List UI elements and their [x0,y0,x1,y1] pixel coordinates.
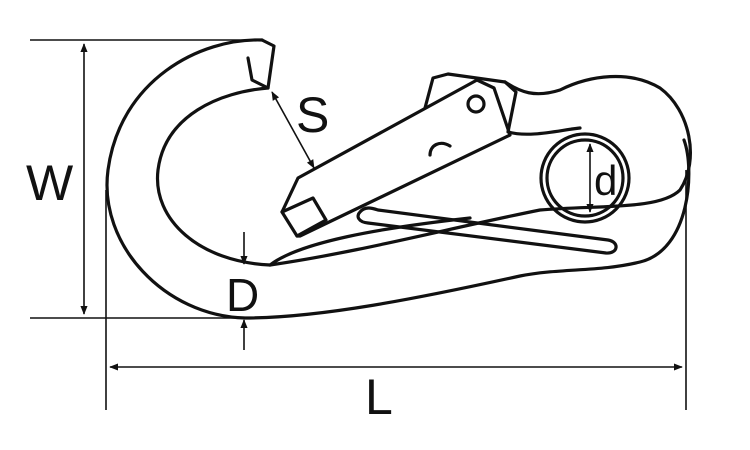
label-big-d: D [226,269,259,321]
body-lower-spine [268,216,472,267]
label-small-d: d [594,157,617,204]
gate-end [280,196,328,238]
hook-back [105,38,691,320]
eye-outer [539,132,631,224]
eye-inner [545,138,625,218]
spring-wire [356,206,618,255]
label-w: W [26,155,74,211]
hook-tip [246,56,270,90]
s-dim-line [271,91,315,169]
gate-notch [428,141,452,157]
gate-pivot-pin [466,94,486,114]
label-s: S [296,87,329,143]
body-outline [155,38,692,267]
label-l: L [365,369,393,425]
